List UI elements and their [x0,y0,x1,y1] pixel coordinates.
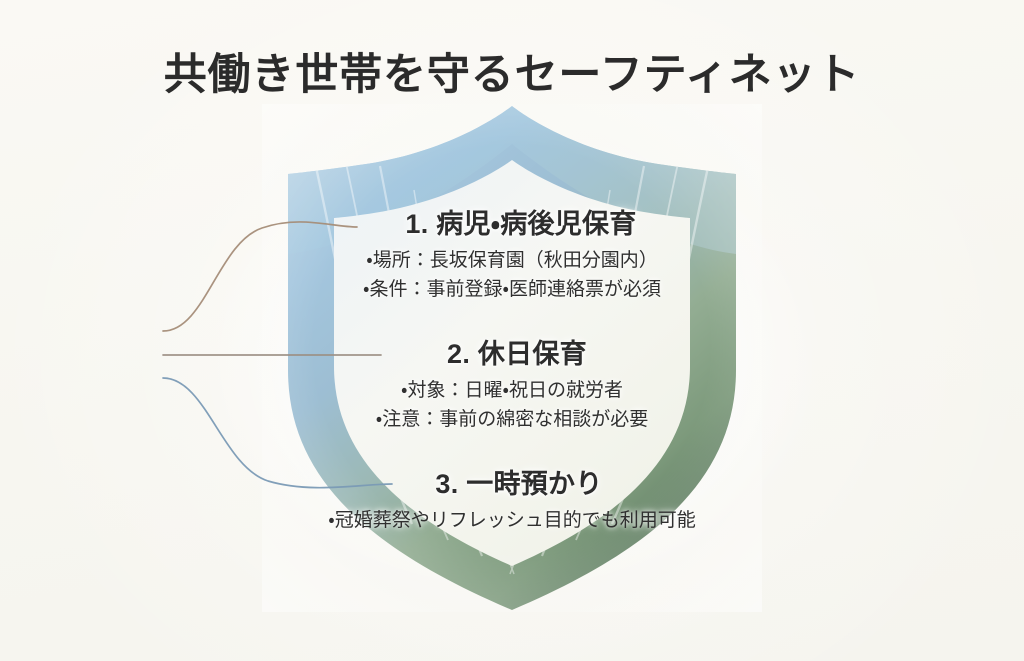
item-2-detail-1: ・対象：日曜・祝日の就労者 [401,379,623,401]
item-2-heading: 2. 休日保育 [447,339,587,369]
item-1-details: ・場所：長坂保育園（秋田分園内） ・条件：事前登録・医師連絡票が必須 [0,246,1024,305]
item-3-detail-1: ・冠婚葬祭やリフレッシュ目的でも利用可能 [328,509,696,531]
item-1-heading: 1. 病児・病後児保育 [405,209,637,239]
item-2-detail-2: ・注意：事前の綿密な相談が必要 [375,409,649,431]
shield-emblem [262,104,762,612]
item-1-detail-1: ・場所：長坂保育園（秋田分園内） [366,249,658,271]
item-block-1: 1. 病児・病後児保育 ・場所：長坂保育園（秋田分園内） ・条件：事前登録・医師… [0,208,1024,305]
item-2-details: ・対象：日曜・祝日の就労者 ・注意：事前の綿密な相談が必要 [0,376,1024,435]
page-title: 共働き世帯を守るセーフティネット [163,51,861,99]
item-block-2: 2. 休日保育 ・対象：日曜・祝日の就労者 ・注意：事前の綿密な相談が必要 [0,338,1024,435]
item-3-details: ・冠婚葬祭やリフレッシュ目的でも利用可能 [0,506,1024,535]
item-block-3: 3. 一時預かり ・冠婚葬祭やリフレッシュ目的でも利用可能 [0,468,1024,535]
item-1-detail-2: ・条件：事前登録・医師連絡票が必須 [363,279,661,301]
item-3-heading: 3. 一時預かり [435,469,603,499]
